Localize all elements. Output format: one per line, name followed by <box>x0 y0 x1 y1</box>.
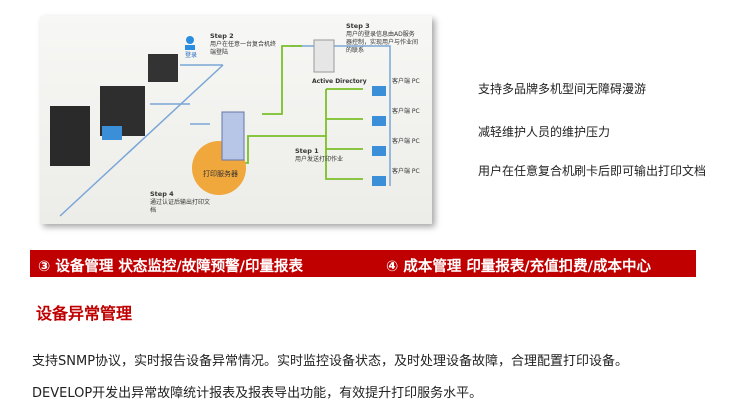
step4-title: Step 4 <box>150 190 174 198</box>
banner-cost-management: ④ 成本管理 印量报表/充值扣费/成本中心 <box>386 259 651 275</box>
step1-title: Step 1 <box>295 147 319 155</box>
user-icon <box>186 36 194 44</box>
diagram-graphics <box>50 36 391 217</box>
mfp-printer-icons <box>50 54 178 166</box>
paragraph: 支持SNMP协议，实时报告设备异常情况。实时监控设备状态，及时处理设备故障，合理… <box>32 354 629 369</box>
client-pc-label: 客户端 PC <box>392 168 420 175</box>
client-pc-label: 客户端 PC <box>392 108 420 115</box>
login-label: 登录 <box>185 52 198 59</box>
feature-item: 减轻维护人员的维护压力 <box>478 125 611 139</box>
feature-banner: ③ 设备管理 状态监控/故障预警/印量报表 ④ 成本管理 印量报表/充值扣费/成… <box>30 250 696 277</box>
step2-text: 用户在任意一台复合机终端登陆 <box>210 41 277 56</box>
step3-title: Step 3 <box>346 22 370 30</box>
ad-label: Active Directory <box>312 78 367 85</box>
print-server-label: 打印服务器 <box>203 170 238 178</box>
paragraph: DEVELOP开发出异常故障统计报表及报表导出功能，有效提升打印服务水平。 <box>32 386 483 401</box>
ad-server-icon <box>313 39 335 73</box>
step4-text: 通过认证后输出打印文档 <box>150 199 211 214</box>
step2-title: Step 2 <box>210 32 234 40</box>
print-server-icon <box>221 111 245 161</box>
feature-item: 支持多品牌多机型间无障碍漫游 <box>478 82 647 96</box>
client-pc-icons <box>372 86 386 186</box>
step3-text: 用户的登录信息由AD服务器控制，实现用户与作业间的联系 <box>346 31 419 54</box>
step1-text: 用户发送打印作业 <box>295 156 344 163</box>
client-pc-label: 客户端 PC <box>392 138 420 145</box>
banner-device-management: ③ 设备管理 状态监控/故障预警/印量报表 <box>38 259 303 275</box>
client-pc-label: 客户端 PC <box>392 78 420 85</box>
section-title: 设备异常管理 <box>36 304 133 323</box>
feature-item: 用户在任意复合机刷卡后即可输出打印文档 <box>478 164 707 178</box>
